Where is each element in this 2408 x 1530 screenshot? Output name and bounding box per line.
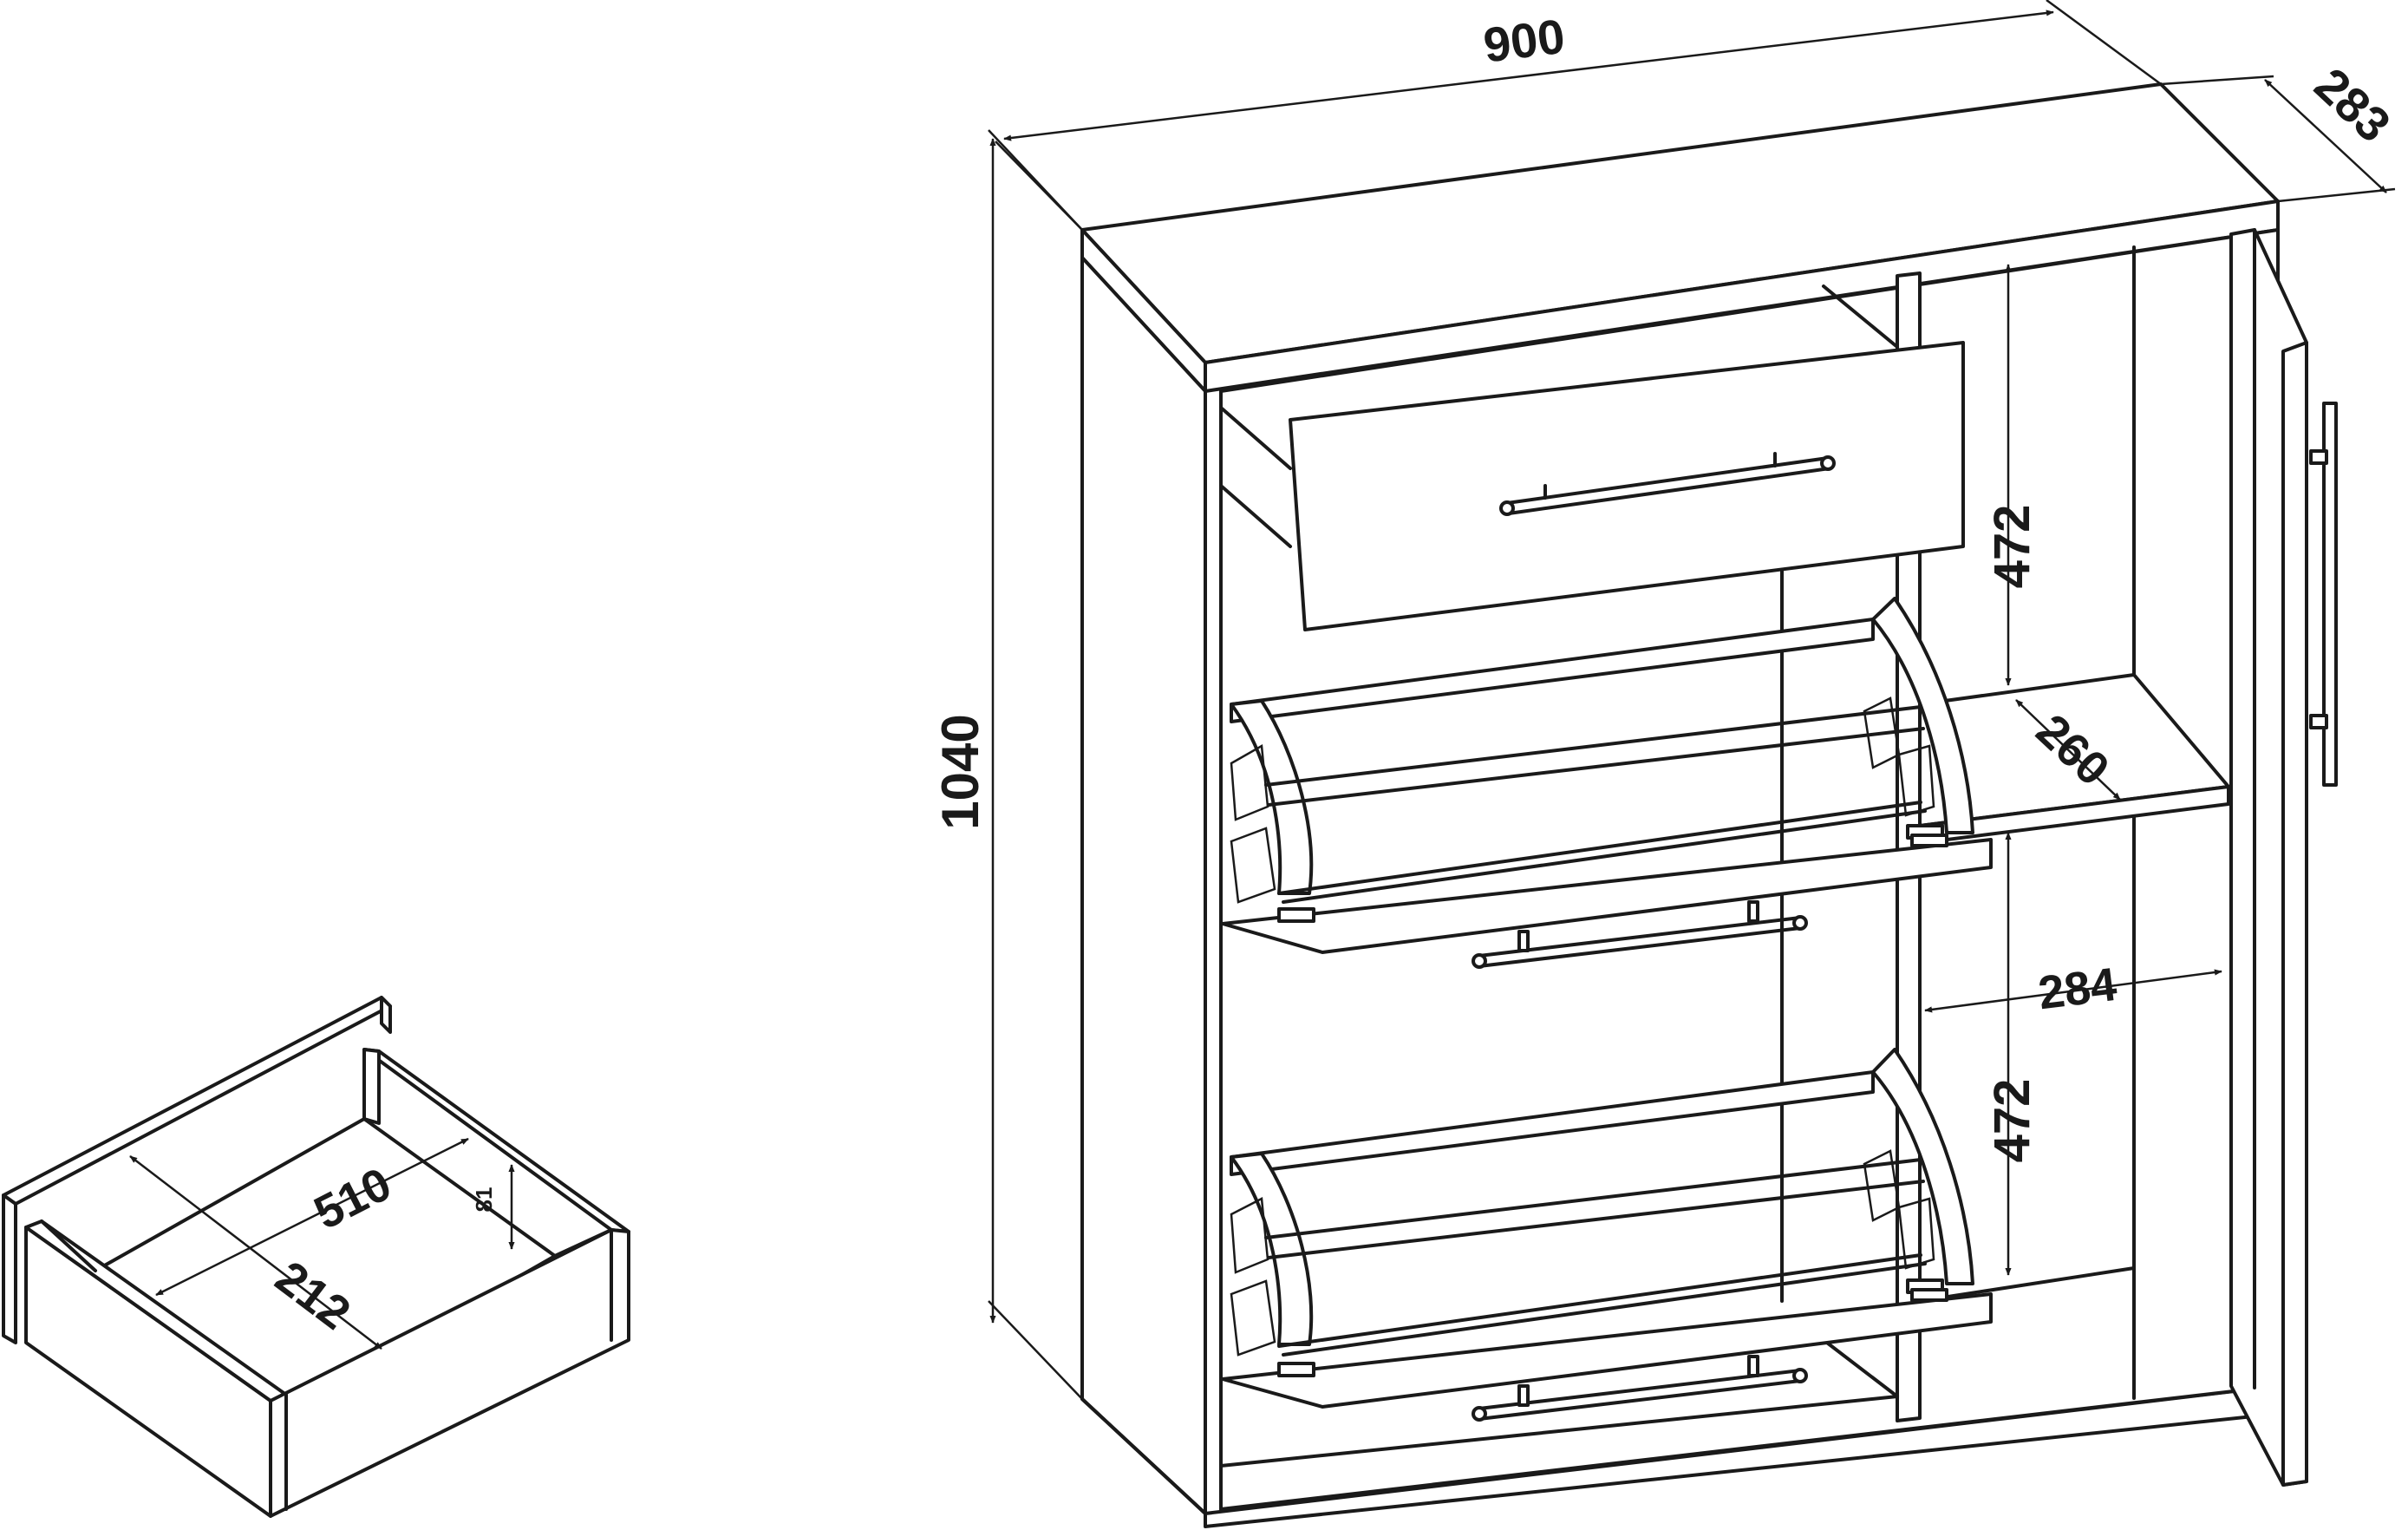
drawer-handle (1499, 452, 1836, 516)
dim-height-label: 1040 (931, 714, 989, 829)
dim-drawer-height-label: 81 (471, 1187, 497, 1213)
upper-shoe-flap (1221, 597, 1993, 969)
dim-width-label: 900 (1480, 9, 1567, 73)
drawer-detail: 510 212 81 (2, 996, 630, 1518)
open-door (2229, 228, 2338, 1487)
dim-upper-compartment-label: 472 (1984, 505, 2040, 589)
lower-shoe-flap (1221, 1048, 1993, 1422)
dim-depth-label: 283 (2305, 57, 2401, 153)
cabinet-left-side (1080, 256, 1207, 1515)
cabinet-dimension-labels: 900 283 1040 472 472 260 284 (931, 9, 2401, 1163)
cabinet (1080, 82, 2338, 1528)
drawer-front-panel (2, 1193, 17, 1344)
drawer-front-right (269, 1228, 630, 1518)
dim-compartment-width-label: 284 (2035, 958, 2119, 1020)
dim-lower-compartment-label: 472 (1984, 1079, 2040, 1163)
cabinet-dimension-lines (988, 0, 2396, 1400)
